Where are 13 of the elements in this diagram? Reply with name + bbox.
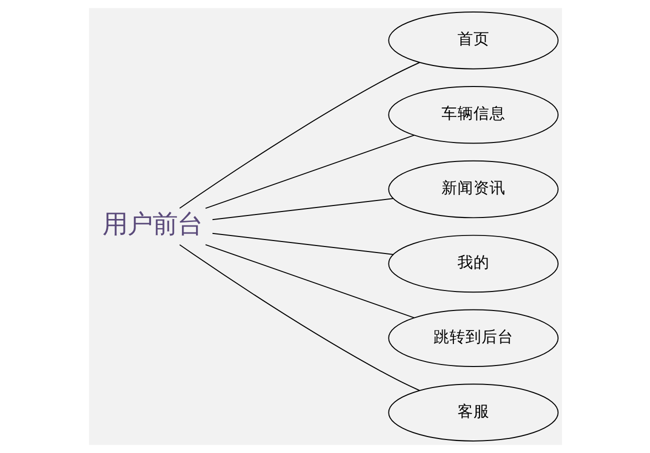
node-ellipse: 新闻资讯 [388, 160, 558, 218]
node-ellipse: 我的 [388, 234, 558, 293]
connector [178, 244, 420, 391]
node-text: 用户前台 [102, 210, 202, 240]
node-ellipse: 车辆信息 [388, 86, 558, 144]
node-ellipse: 客服 [388, 384, 558, 442]
connector [211, 232, 394, 255]
connector [204, 244, 414, 318]
connector [178, 62, 420, 209]
node-ellipse: 跳转到后台 [388, 309, 558, 368]
node-ellipse: 首页 [388, 12, 558, 70]
connector [211, 198, 394, 220]
connector [204, 134, 414, 209]
